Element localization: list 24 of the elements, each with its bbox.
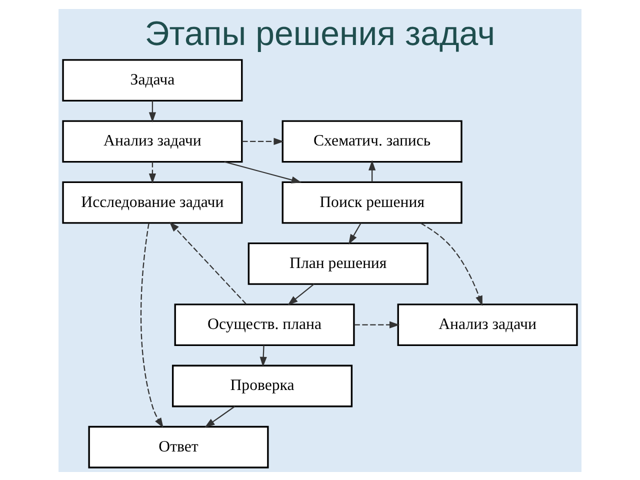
arrow [148,100,156,122]
node-box: Задача [62,58,243,102]
arrow [354,320,400,328]
node-box: Анализ задачи [397,303,578,346]
arrow [260,344,267,367]
arrow [368,160,376,182]
node-box: Проверка [172,364,353,407]
arrow [169,221,247,304]
node-box: Ответ [88,425,269,468]
arrow [242,137,284,145]
node-box: Анализ задачи [62,120,243,162]
diagram-title: Этапы решения задач [144,14,496,53]
arrow [348,222,362,244]
arrow [204,405,236,428]
node-box: Осуществ. плана [174,303,355,346]
node-box: План решения [248,242,428,284]
node-box: Исследование задачи [62,180,243,224]
node-box: Поиск решения [282,180,462,224]
arrow [224,160,302,183]
node-box: Схематич. запись [282,120,462,162]
arrow [288,283,314,305]
arrow [140,222,164,428]
arrow [148,161,156,184]
arrow [420,222,482,306]
